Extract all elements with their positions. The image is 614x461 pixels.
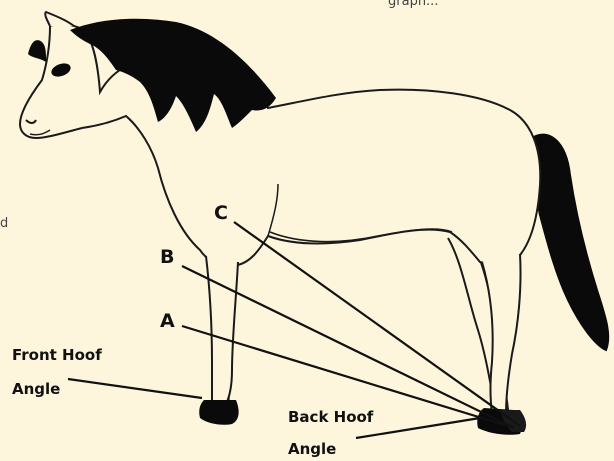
front-hoof-angle-line: [68, 379, 202, 398]
back-hoof-angle-line: [356, 418, 480, 438]
front-hoof-angle-label-line2: Angle: [12, 380, 60, 398]
horse-forelock: [28, 40, 46, 62]
horse-tail: [532, 135, 609, 350]
front-hoof-angle-label-line1: Front Hoof: [12, 346, 102, 364]
front-hoof: [199, 400, 238, 425]
back-hoof-angle-label-line1: Back Hoof: [288, 408, 373, 426]
horse-near-front-leg: [206, 256, 238, 404]
horse-ear: [45, 12, 74, 26]
label-a: A: [160, 310, 175, 332]
label-b: B: [160, 246, 174, 268]
cropped-top-text: graph...: [388, 0, 438, 9]
back-hoof-angle-label-line2: Angle: [288, 440, 336, 458]
horse-body: [20, 24, 540, 266]
cropped-left-text: d: [0, 216, 8, 231]
label-c: C: [214, 202, 228, 224]
